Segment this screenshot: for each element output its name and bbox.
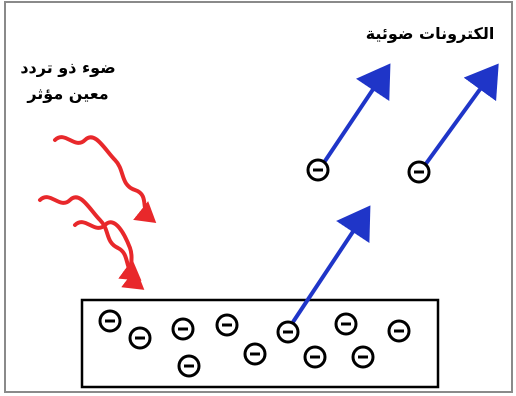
trajectory-arrow [425,70,494,165]
electron [409,162,429,182]
electron [278,322,298,342]
electron [389,321,409,341]
electron [100,311,120,331]
electron [245,344,265,364]
electron [217,315,237,335]
electron [179,356,199,376]
electron [353,347,373,367]
electron [308,160,328,180]
electron [130,328,150,348]
light-wave-2 [40,197,135,276]
electron [336,314,356,334]
light-wave-1 [55,137,150,218]
incident-light-waves [40,137,150,285]
electron [305,347,325,367]
photoelectron-trajectories [293,70,494,322]
electron [173,319,193,339]
trajectory-arrow [323,70,386,164]
